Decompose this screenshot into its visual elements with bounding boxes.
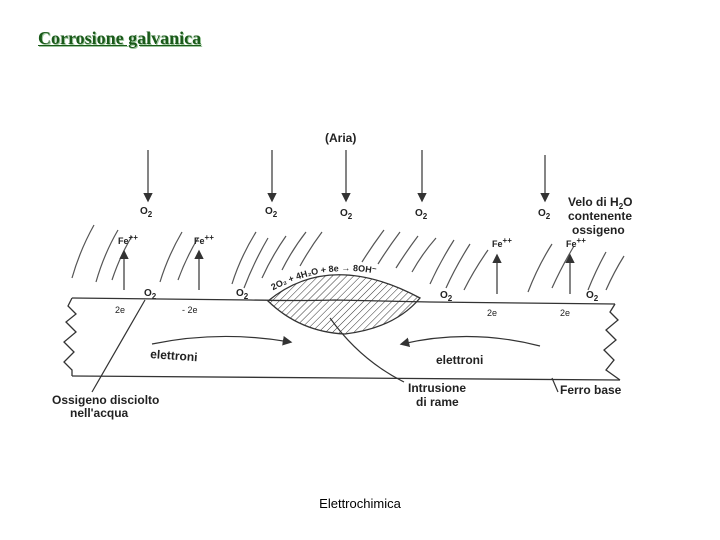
o2-label-4: O2: [415, 208, 428, 221]
fe-ion-2: Fe++: [194, 233, 214, 290]
electron-charge-3: 2e: [487, 308, 497, 318]
base-iron-label: Ferro base: [560, 383, 622, 397]
o2-surface-2: O2: [236, 288, 249, 301]
svg-text:O2: O2: [538, 208, 551, 221]
water-film-strokes: [71, 224, 625, 293]
svg-text:ossigeno: ossigeno: [572, 223, 625, 237]
o2-surface-3: O2: [440, 290, 453, 303]
svg-text:O2: O2: [140, 206, 153, 219]
svg-text:contenente: contenente: [568, 209, 632, 223]
copper-intrusion-label: Intrusione di rame: [408, 381, 466, 409]
svg-text:O2: O2: [340, 208, 353, 221]
o2-surface-1: O2: [144, 288, 157, 301]
leader-lines: [91, 299, 559, 393]
svg-text:O2: O2: [415, 208, 428, 221]
svg-text:O2: O2: [586, 290, 599, 303]
svg-text:Fe++: Fe++: [194, 233, 214, 246]
electrons-label-left: elettroni: [150, 347, 198, 364]
svg-text:O2: O2: [144, 288, 157, 301]
o2-label-2: O2: [265, 206, 278, 219]
o2-label-3: O2: [340, 208, 353, 221]
svg-text:Intrusione: Intrusione: [408, 381, 466, 395]
o2-surface-4: O2: [586, 290, 599, 303]
dissolved-oxygen-label: Ossigeno disciolto nell'acqua: [52, 393, 159, 420]
fe-ion-4: Fe++: [565, 236, 586, 294]
electron-flow-arrows: [151, 335, 541, 348]
svg-text:di rame: di rame: [416, 395, 459, 409]
oxygen-down-arrows: [143, 150, 550, 203]
copper-intrusion: [267, 274, 422, 335]
svg-text:O2: O2: [236, 288, 249, 301]
svg-text:Fe++: Fe++: [566, 236, 586, 249]
o2-label-5: O2: [538, 208, 551, 221]
water-veil-label: Velo di H2O contenente ossigeno: [568, 195, 632, 237]
footer-label: Elettrochimica: [319, 496, 401, 511]
svg-text:O2: O2: [265, 206, 278, 219]
electron-charge-4: 2e: [560, 308, 570, 318]
o2-label-1: O2: [140, 206, 153, 219]
svg-text:Fe++: Fe++: [118, 233, 138, 246]
fe-ion-3: Fe++: [492, 236, 512, 294]
air-label: (Aria): [325, 131, 356, 145]
electrons-label-right: elettroni: [436, 353, 483, 367]
electron-charge-2: - 2e: [182, 305, 198, 315]
page-title: Corrosione galvanica: [38, 28, 202, 48]
fe-ion-1: Fe++: [118, 233, 138, 290]
svg-text:Velo di H2O: Velo di H2O: [568, 195, 632, 211]
electron-charge-1: 2e: [115, 305, 125, 315]
svg-text:nell'acqua: nell'acqua: [70, 406, 129, 420]
svg-text:Ossigeno disciolto: Ossigeno disciolto: [52, 393, 159, 407]
svg-text:Fe++: Fe++: [492, 236, 512, 249]
svg-text:O2: O2: [440, 290, 453, 303]
